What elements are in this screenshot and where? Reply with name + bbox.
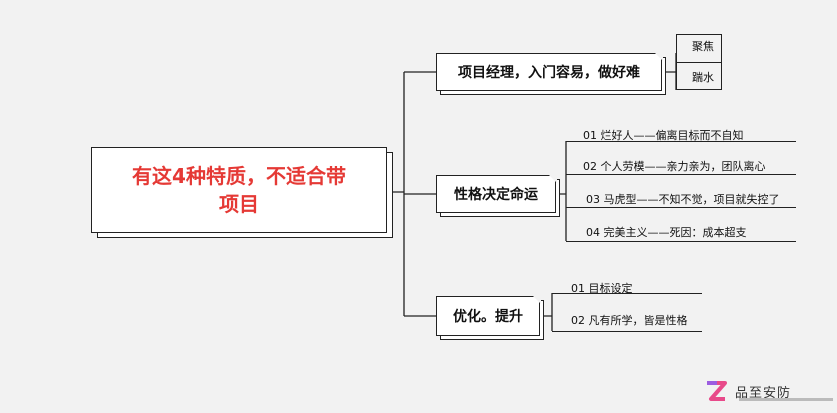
leaf-underline — [566, 174, 796, 175]
leaf-item[interactable]: 03 马虎型——不知不觉，项目就失控了 — [586, 193, 780, 206]
watermark-brand: 品至安防 — [735, 385, 792, 401]
leaf-item[interactable]: 01 烂好人——偏离目标而不自知 — [583, 129, 744, 142]
leaf-item[interactable]: 02 凡有所学，皆是性格 — [571, 314, 688, 327]
leaf-item[interactable]: 聚焦 — [692, 40, 714, 53]
root-title-line2: 项目 — [219, 192, 259, 216]
branch-label: 性格决定命运 — [454, 187, 538, 203]
branch-optimize[interactable]: 优化。提升 — [436, 295, 541, 336]
leaf-underline — [566, 207, 796, 208]
branch-personality[interactable]: 性格决定命运 — [436, 174, 557, 213]
branch-label: 项目经理，入门容易，做好难 — [458, 65, 640, 81]
root-node[interactable]: 有这4种特质，不适合带 项目 — [91, 147, 387, 233]
watermark-subtext-bar — [739, 398, 833, 401]
connector-b2-leaves — [556, 141, 567, 241]
branch-label: 优化。提升 — [453, 309, 523, 325]
connector-b3-leaves — [540, 293, 553, 331]
leaf-item[interactable]: 02 个人劳模——亲力亲为，团队离心 — [583, 160, 766, 173]
connector-b1-leaves — [662, 53, 677, 90]
leaf-underline — [552, 293, 702, 294]
leaf-divider — [676, 62, 722, 63]
leaf-underline — [566, 141, 796, 142]
watermark: 品至安防 — [703, 378, 833, 404]
leaf-item[interactable]: 01 目标设定 — [571, 282, 633, 295]
leaf-underline — [566, 241, 796, 242]
z-logo-icon — [707, 381, 727, 401]
leaf-underline — [552, 331, 702, 332]
root-title-line1: 有这4种特质，不适合带 — [132, 164, 346, 188]
branch-project-manager[interactable]: 项目经理，入门容易，做好难 — [436, 52, 663, 91]
leaf-item[interactable]: 踹水 — [692, 71, 714, 84]
leaf-item[interactable]: 04 完美主义——死因：成本超支 — [586, 226, 747, 239]
